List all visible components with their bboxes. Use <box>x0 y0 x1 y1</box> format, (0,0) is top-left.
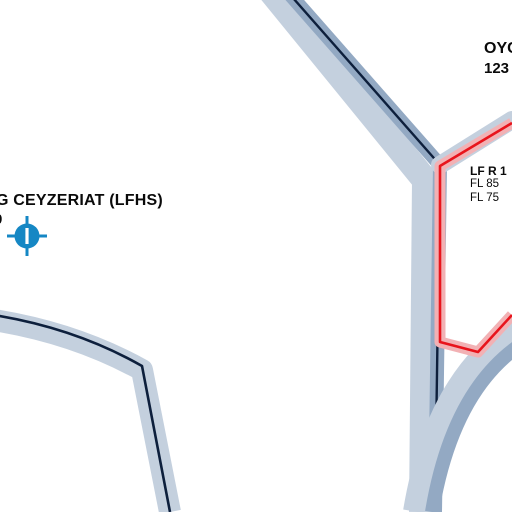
boundary-main <box>261 0 447 512</box>
airport-sub-label: 0 <box>0 211 2 228</box>
boundary-lower-right <box>403 317 512 512</box>
zone-name-label: OYC <box>484 40 512 57</box>
restricted-area-upper-limit: FL 85 <box>470 178 499 190</box>
zone-sub-label: 123 <box>484 60 510 77</box>
restricted-area-lfr1[interactable] <box>434 118 512 358</box>
airport-icon[interactable] <box>7 216 47 256</box>
airport-name-label: G CEYZERIAT (LFHS) <box>0 192 163 209</box>
restricted-area-name: LF R 1 <box>470 164 507 178</box>
restricted-area-lower-limit: FL 75 <box>470 192 499 204</box>
boundary-left <box>0 309 181 512</box>
